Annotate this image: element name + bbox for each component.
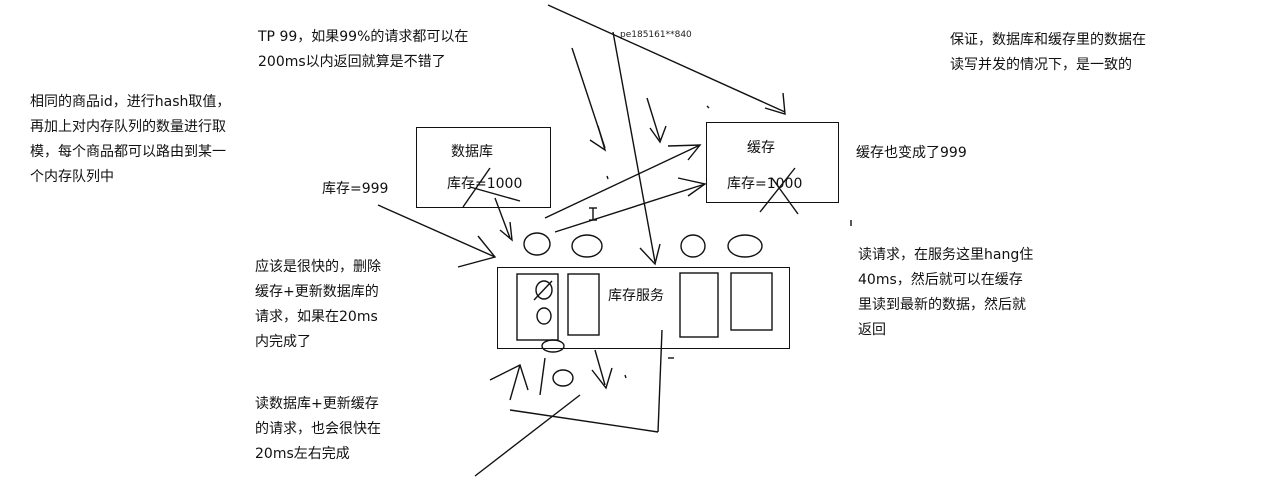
- cache-stock: 库存=1000: [727, 176, 803, 192]
- cache-changed-note: 缓存也变成了999: [856, 145, 967, 161]
- routing-note: 相同的商品id，进行hash取值， 再加上对内存队列的数量进行取 模，每个商品都…: [30, 94, 231, 185]
- inventory-service-box: 库存服务: [497, 267, 790, 349]
- stock-999-note: 库存=999: [322, 181, 389, 197]
- cache-title: 缓存: [747, 140, 775, 156]
- queue-item-2: [536, 307, 552, 325]
- database-stock: 库存=1000: [447, 176, 523, 192]
- database-title: 数据库: [451, 144, 493, 160]
- memory-queue-3: [679, 272, 719, 338]
- request-oval-5: [552, 369, 574, 387]
- request-oval-1: [523, 232, 551, 256]
- read-db-update-note: 读数据库+更新缓存 的请求，也会很快在 20ms左右完成: [255, 396, 381, 462]
- database-box: 数据库 库存=1000: [416, 127, 551, 208]
- memory-queue-4: [730, 272, 773, 331]
- request-oval-4: [727, 234, 763, 258]
- tp99-note: TP 99，如果99%的请求都可以在 200ms以内返回就算是不错了: [258, 29, 469, 70]
- watermark: pe185161**840: [620, 30, 692, 40]
- fast-delete-note: 应该是很快的，删除 缓存+更新数据库的 请求，如果在20ms 内完成了: [255, 259, 381, 350]
- queue-item-1: [535, 280, 553, 300]
- read-request-note: 读请求，在服务这里hang住 40ms，然后就可以在缓存 里读到最新的数据，然后…: [858, 247, 1034, 338]
- queue-item-3: [541, 339, 565, 353]
- consistency-note: 保证，数据库和缓存里的数据在 读写并发的情况下，是一致的: [950, 32, 1146, 73]
- inventory-service-title: 库存服务: [608, 288, 664, 304]
- request-oval-2: [571, 234, 603, 258]
- request-oval-3: [680, 234, 706, 258]
- memory-queue-2: [567, 273, 600, 336]
- cache-box: 缓存 库存=1000: [706, 122, 839, 203]
- memory-queue-1: [516, 273, 559, 341]
